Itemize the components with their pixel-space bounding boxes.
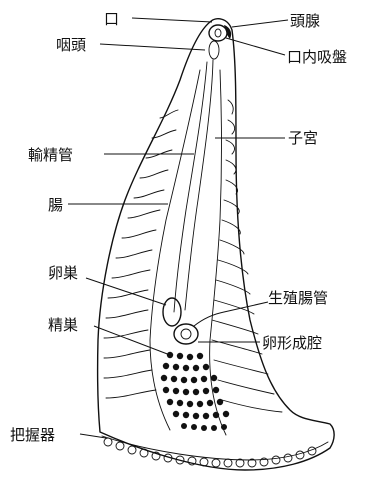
ootype-shape	[174, 324, 198, 344]
label-ovary: 卵巣	[48, 264, 78, 282]
label-intestine: 腸	[48, 196, 63, 214]
lateral-branches	[104, 100, 282, 412]
ovary-shape	[163, 298, 181, 326]
haptor-clamps	[104, 438, 316, 467]
label-haptor: 把握器	[10, 426, 55, 444]
label-testis: 精巣	[48, 316, 78, 334]
leader-mouth	[132, 18, 212, 22]
pharynx-shape	[209, 41, 219, 59]
mouth-opening	[215, 29, 221, 37]
leader-pharynx	[100, 44, 205, 50]
leader-head-gland	[232, 20, 288, 27]
leader-lines	[68, 18, 288, 438]
testis-follicles	[161, 352, 229, 431]
label-oral-sucker: 口内吸盤	[287, 48, 347, 66]
label-genito-intestinal-canal: 生殖腸管	[268, 289, 328, 307]
label-mouth: 口	[104, 10, 119, 28]
vas-deferens-canal	[174, 62, 207, 312]
label-uterus: 子宮	[288, 129, 318, 147]
label-vas-deferens: 輸精管	[28, 146, 73, 164]
body-outline	[98, 19, 335, 470]
label-head-gland: 頭腺	[290, 12, 320, 30]
label-ootype: 卵形成腔	[262, 334, 322, 352]
leader-testis	[94, 326, 170, 355]
uterus-canal	[185, 60, 213, 310]
ootype-inner	[181, 329, 191, 339]
genito-intestinal-canal-shape	[194, 312, 224, 326]
oral-sucker-shape	[209, 25, 227, 41]
label-pharynx: 咽頭	[56, 36, 86, 54]
